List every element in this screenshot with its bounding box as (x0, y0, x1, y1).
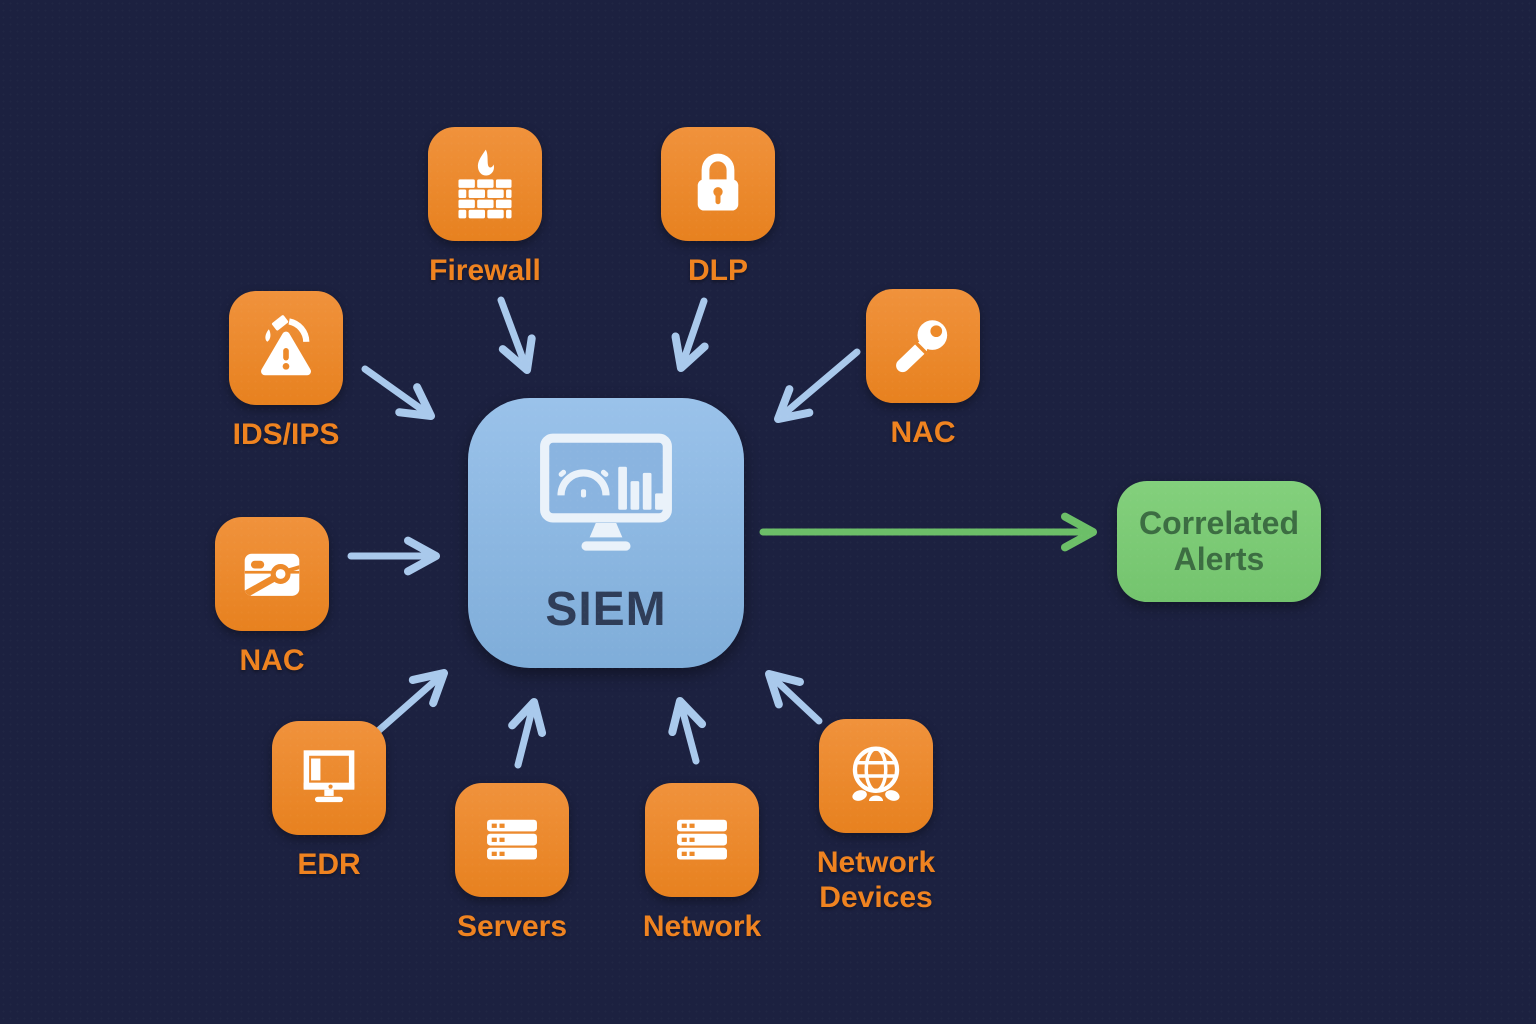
node-nac-key: NAC (866, 289, 980, 449)
servers-label: Servers (456, 910, 568, 943)
server-rack-icon (677, 819, 727, 860)
node-edr: EDR (272, 721, 386, 881)
ids-ips-tile (229, 291, 343, 405)
arrow-edr-to-siem (373, 668, 449, 736)
edr-tile (272, 721, 386, 835)
node-network: Network (643, 783, 761, 943)
dashboard-monitor-icon (540, 433, 672, 551)
node-nac-card: NAC (215, 517, 329, 677)
arrow-network-devices-to-siem (764, 669, 823, 725)
network-devices-label: Network Devices (816, 846, 936, 914)
node-network-devices: Network Devices (817, 719, 935, 914)
edr-label: EDR (297, 848, 361, 881)
node-siem: SIEM (468, 398, 744, 668)
node-servers: Servers (455, 783, 569, 943)
dlp-tile (661, 127, 775, 241)
nac-key-label: NAC (890, 416, 956, 449)
dlp-label: DLP (688, 254, 748, 287)
nac-card-label: NAC (239, 644, 305, 677)
server-rack-icon (487, 819, 537, 860)
servers-tile (455, 783, 569, 897)
warning-triangle-icon (261, 315, 311, 376)
arrow-firewall-to-siem (497, 296, 536, 375)
globe-icon (852, 746, 900, 801)
desktop-monitor-icon (303, 750, 355, 803)
arrow-network-to-siem (668, 696, 707, 765)
arrow-nac-key-to-siem (773, 348, 861, 424)
network-devices-tile (819, 719, 933, 833)
correlated-alerts-label: Correlated Alerts (1138, 504, 1300, 577)
arrow-ids-ips-to-siem (361, 365, 436, 421)
firewall-tile (428, 127, 542, 241)
arrow-dlp-to-siem (671, 297, 709, 373)
firewall-icon (458, 149, 512, 219)
siem-label: SIEM (545, 583, 667, 636)
access-card-icon (244, 553, 300, 596)
arrow-servers-to-siem (508, 697, 547, 769)
correlated-alerts-box: Correlated Alerts (1117, 481, 1321, 602)
padlock-icon (697, 153, 739, 211)
nac-key-tile (866, 289, 980, 403)
node-dlp: DLP (661, 127, 775, 287)
network-label: Network (642, 910, 762, 943)
nac-card-tile (215, 517, 329, 631)
node-firewall: Firewall (428, 127, 542, 287)
key-icon (896, 320, 948, 373)
ids-ips-label: IDS/IPS (232, 418, 340, 451)
firewall-label: Firewall (429, 254, 541, 287)
network-tile (645, 783, 759, 897)
node-ids-ips: IDS/IPS (229, 291, 343, 451)
